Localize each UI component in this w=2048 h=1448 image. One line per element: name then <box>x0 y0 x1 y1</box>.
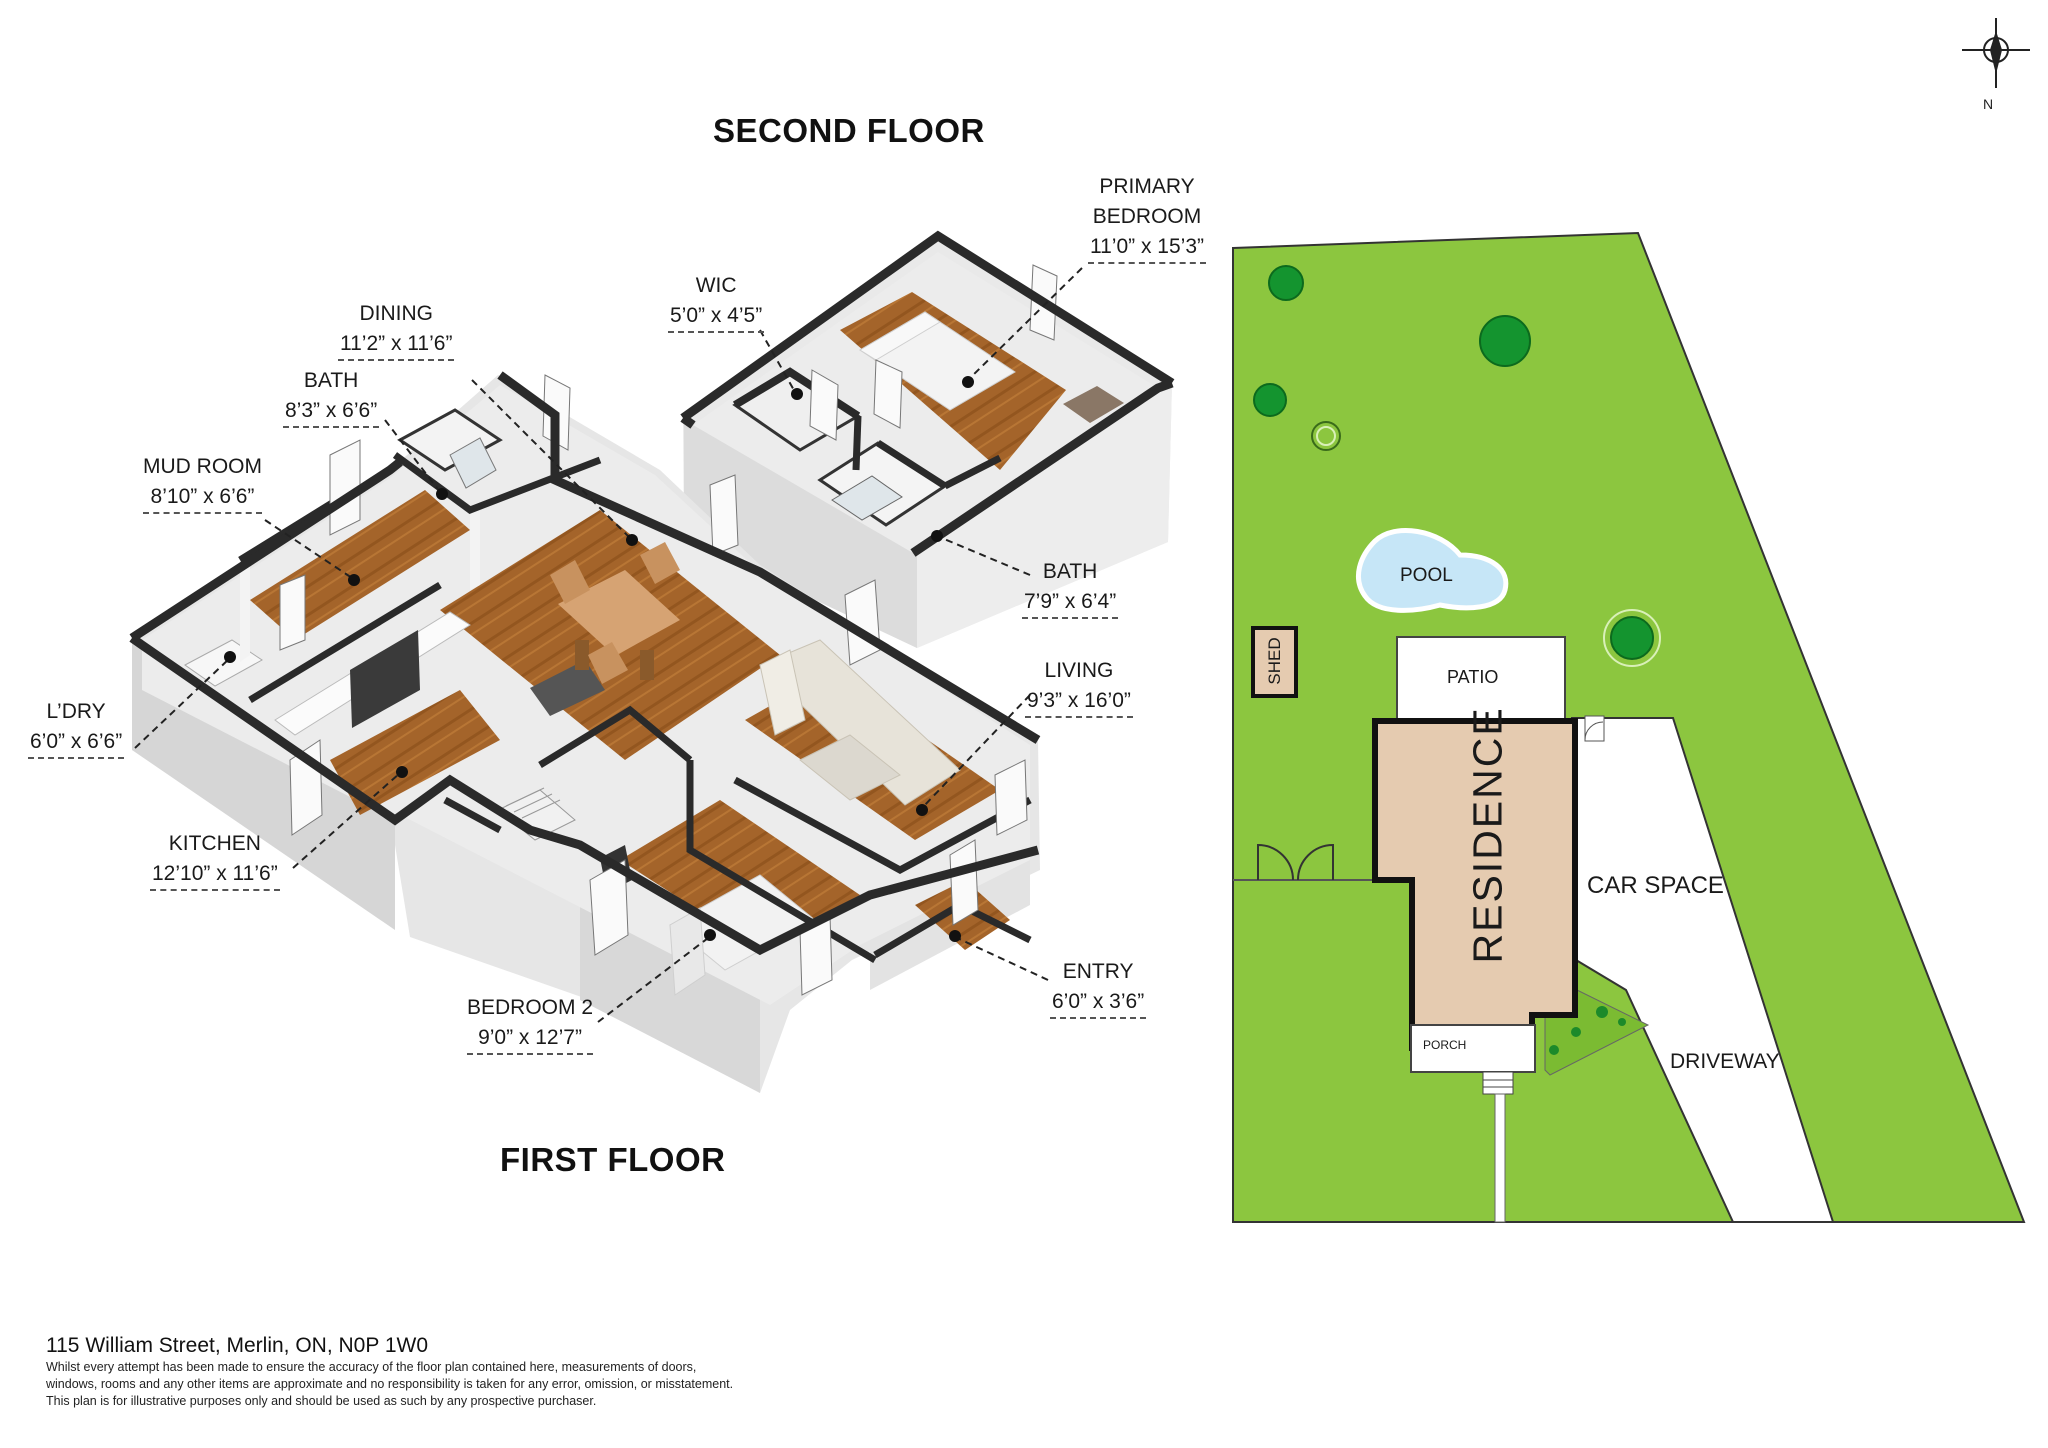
room-dimensions: 11’2” x 11’6” <box>338 329 455 361</box>
room-dimensions: 5’0” x 4’5” <box>668 301 765 333</box>
shed-label: SHED <box>1265 637 1284 685</box>
pool-shape <box>1355 528 1509 613</box>
room-dimensions: 8’3” x 6’6” <box>283 396 380 428</box>
room-dimensions: 11’0” x 15’3” <box>1088 232 1207 264</box>
residence-label: RESIDENCE <box>1464 706 1511 964</box>
room-name: WIC <box>695 274 737 297</box>
first-floor-title: FIRST FLOOR <box>500 1141 726 1178</box>
room-label-kitchen: KITCHEN 12’10” x 11’6” <box>150 829 280 891</box>
room-label-bath-first: BATH 8’3” x 6’6” <box>283 366 380 428</box>
room-name: BEDROOM <box>1092 205 1202 228</box>
disclaimer-line: Whilst every attempt has been made to en… <box>46 1360 697 1374</box>
porch-label: PORCH <box>1423 1038 1467 1052</box>
room-name: MUD ROOM <box>143 455 262 478</box>
disclaimer-line: windows, rooms and any other items are a… <box>46 1377 734 1391</box>
room-dimensions: 6’0” x 6’6” <box>28 727 125 759</box>
leader-lines <box>134 267 1083 1023</box>
room-label-primary-bedroom: PRIMARY BEDROOM 11’0” x 15’3” <box>1088 172 1207 264</box>
disclaimer-line: This plan is for illustrative purposes o… <box>46 1394 597 1408</box>
room-label-mud-room: MUD ROOM 8’10” x 6’6” <box>143 452 262 514</box>
footer: 115 William Street, Merlin, ON, N0P 1W0 … <box>46 1333 1046 1410</box>
porch-area <box>1410 1024 1536 1073</box>
trees <box>1253 265 1654 660</box>
room-name: PRIMARY <box>1099 175 1195 198</box>
address: 115 William Street, Merlin, ON, N0P 1W0 <box>46 1334 428 1357</box>
first-floor-block <box>129 371 1041 1093</box>
room-name: BATH <box>1042 560 1098 583</box>
room-label-dining: DINING 11’2” x 11’6” <box>338 299 455 361</box>
north-label: N <box>1983 96 1994 112</box>
car-space-label: CAR SPACE <box>1587 872 1724 899</box>
room-dimensions: 6’0” x 3’6” <box>1050 987 1147 1019</box>
room-label-entry: ENTRY 6’0” x 3’6” <box>1050 957 1147 1019</box>
patio-label: PATIO <box>1447 667 1499 687</box>
room-label-bath-second: BATH 7’9” x 6’4” <box>1022 557 1119 619</box>
room-name: BEDROOM 2 <box>467 996 594 1019</box>
room-dimensions: 7’9” x 6’4” <box>1022 587 1119 619</box>
driveway-label: DRIVEWAY <box>1670 1050 1780 1073</box>
room-label-living: LIVING 9’3” x 16’0” <box>1025 656 1133 718</box>
room-dimensions: 8’10” x 6’6” <box>143 482 262 514</box>
second-floor-block <box>680 230 1175 648</box>
room-name: ENTRY <box>1062 960 1134 983</box>
room-dots <box>224 376 974 942</box>
room-name: KITCHEN <box>168 832 261 855</box>
room-dimensions: 9’0” x 12’7” <box>467 1023 594 1055</box>
pool-label: POOL <box>1400 565 1453 586</box>
room-name: L’DRY <box>46 700 106 723</box>
room-name: BATH <box>303 369 359 392</box>
site-plan <box>1232 231 2026 1223</box>
second-floor-title: SECOND FLOOR <box>713 112 985 149</box>
room-dimensions: 9’3” x 16’0” <box>1025 686 1133 718</box>
room-label-laundry: L’DRY 6’0” x 6’6” <box>28 697 125 759</box>
north-arrow-icon <box>1962 18 2030 88</box>
room-name: LIVING <box>1044 659 1114 682</box>
room-name: DINING <box>359 302 433 325</box>
room-label-wic: WIC 5’0” x 4’5” <box>668 271 765 333</box>
room-dimensions: 12’10” x 11’6” <box>150 859 280 891</box>
room-label-bedroom-2: BEDROOM 2 9’0” x 12’7” <box>467 993 594 1055</box>
shed-area <box>1251 626 1298 698</box>
